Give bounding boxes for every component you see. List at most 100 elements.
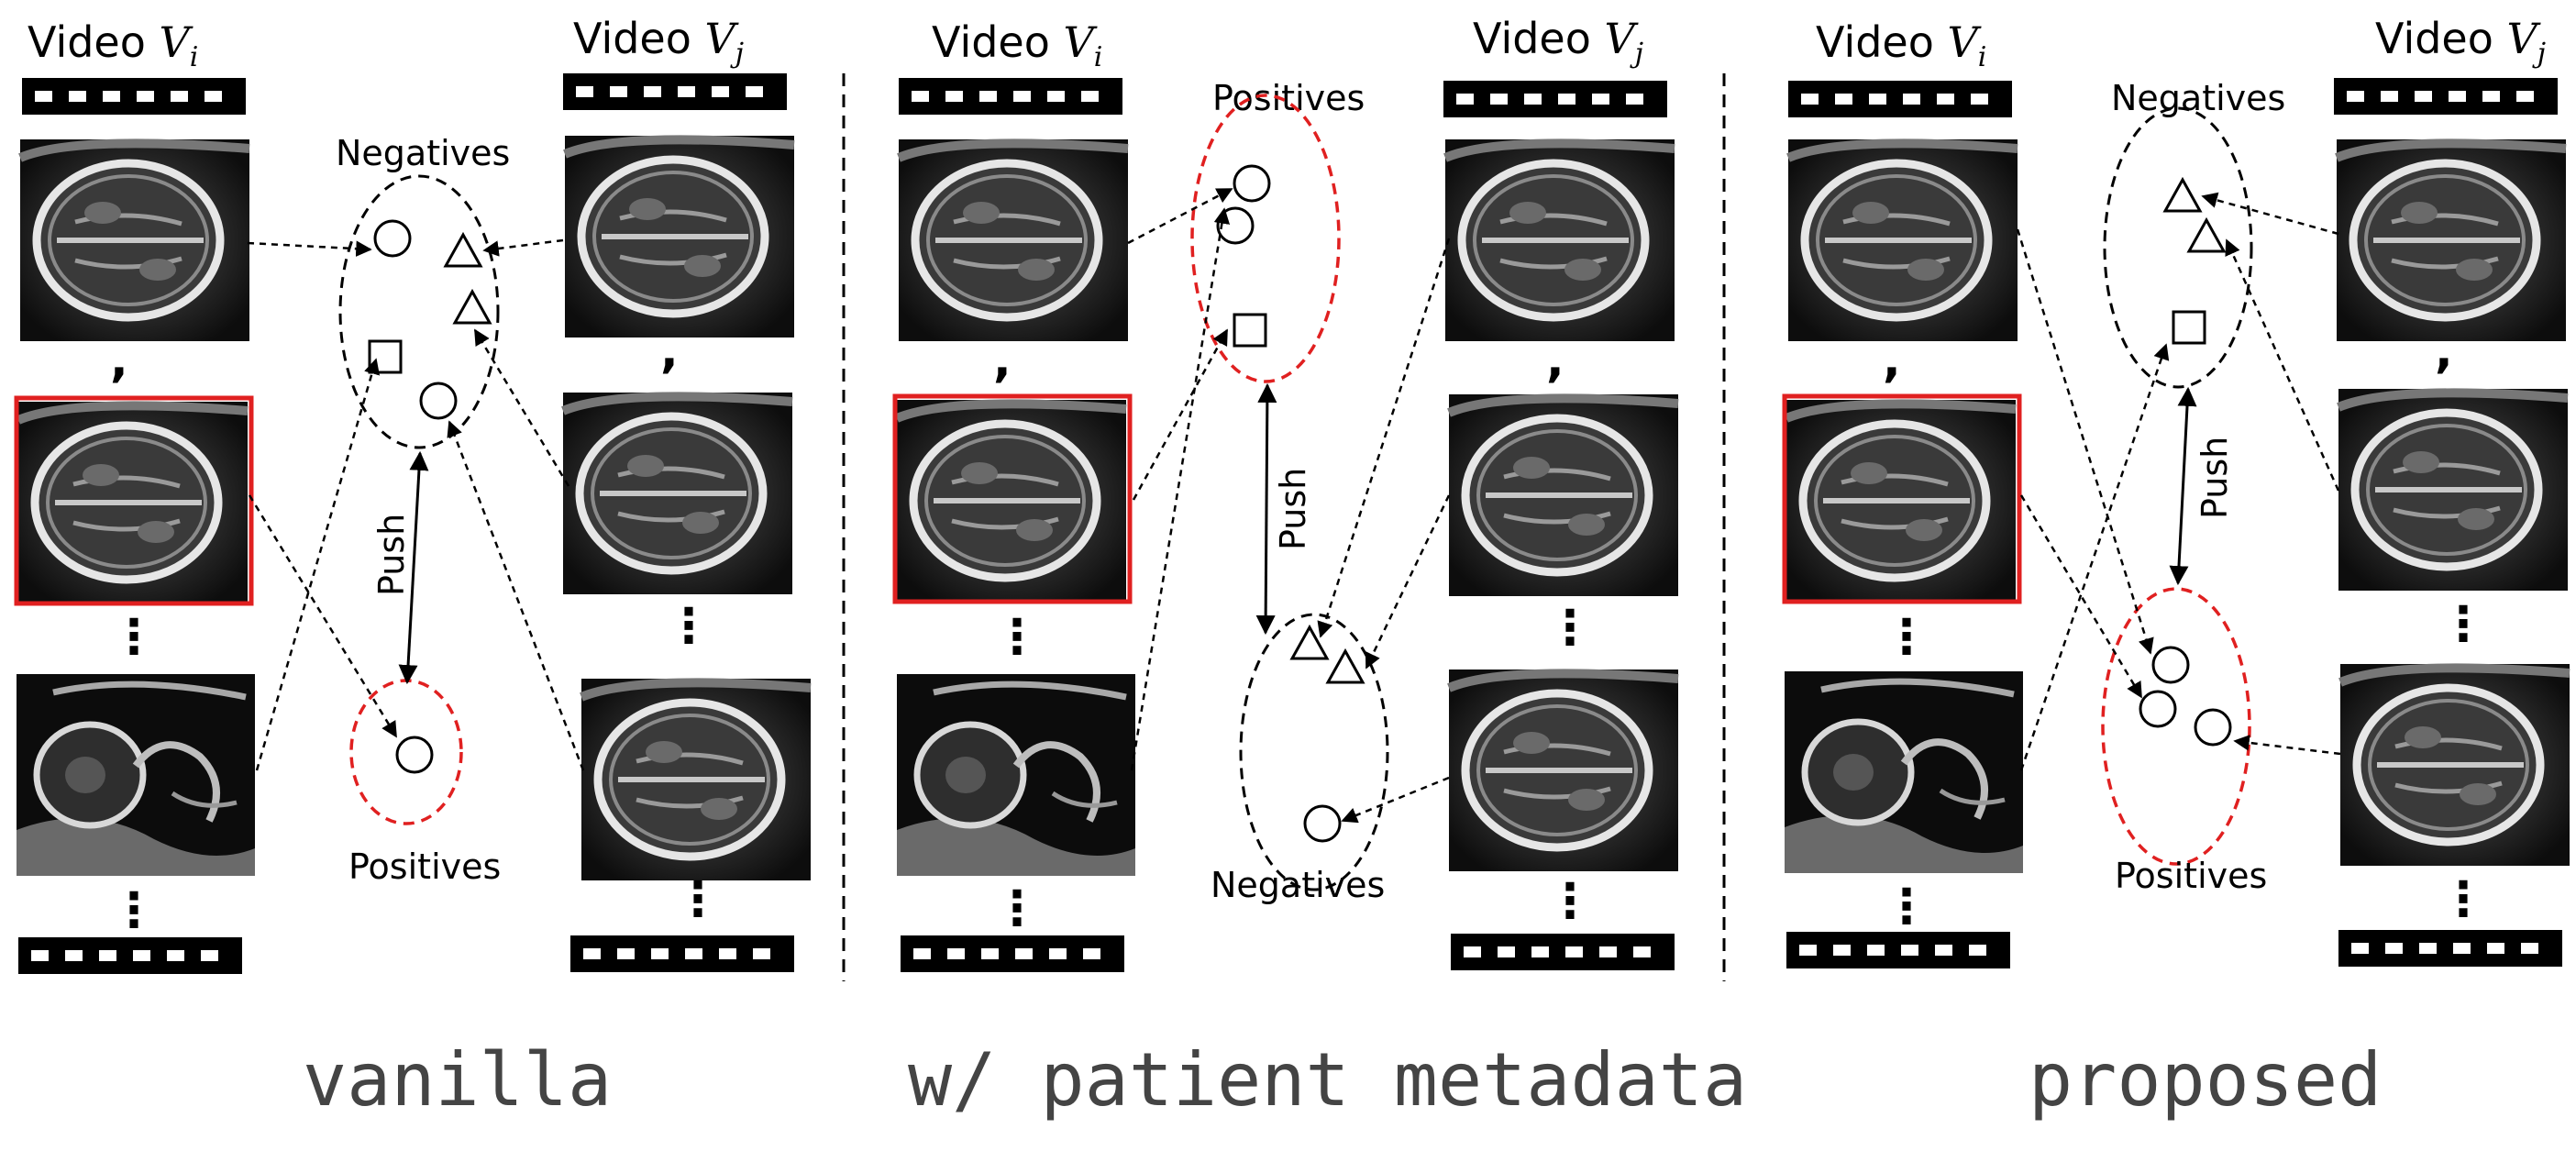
caption-vanilla: vanilla	[303, 1037, 612, 1123]
embedding-arrows	[247, 238, 585, 771]
ellipsis-j-2: ⋮	[674, 872, 722, 927]
ellipsis-j-1: ⋮	[1546, 601, 1594, 656]
same-video-circle	[1303, 804, 1342, 843]
frame-j-2	[563, 393, 792, 594]
push-arrow	[2169, 386, 2197, 586]
same-video-circle	[2139, 690, 2177, 728]
frame-i-1	[899, 139, 1128, 341]
ellipsis-i-2: ⋮	[110, 883, 158, 938]
same-video-circle	[2151, 646, 2190, 684]
frame-i-anchor	[1786, 400, 2016, 602]
push-label: Push	[1273, 468, 1313, 550]
other-video-triangle	[452, 288, 492, 325]
film-strip-top-j	[563, 73, 787, 110]
other-video-triangle	[2186, 216, 2227, 253]
comma-j: ,	[1546, 333, 1564, 388]
frame-j-1	[1445, 139, 1675, 341]
positives-label: Positives	[1212, 78, 1365, 118]
frame-j-3	[581, 679, 811, 880]
other-video-triangle	[1325, 647, 1365, 684]
frame-j-2	[1449, 394, 1678, 596]
comma-i: ,	[1883, 333, 1901, 388]
film-strip-bottom-j	[1451, 934, 1675, 970]
positives-cluster	[2101, 587, 2251, 866]
push-arrow	[398, 450, 429, 685]
film-strip-top-i	[1788, 81, 2012, 117]
frame-i-1	[1788, 139, 2018, 341]
caption-proposed: proposed	[2029, 1037, 2382, 1123]
negatives-label: Negatives	[336, 133, 510, 173]
ellipsis-i-2: ⋮	[993, 881, 1041, 936]
panel-vanilla: Video Vi Video Vj , ⋮ ⋮ , ⋮ ⋮ Negatives …	[17, 14, 811, 974]
negatives-label: Negatives	[2111, 78, 2285, 118]
film-strip-top-j	[2334, 78, 2558, 115]
frame-i-anchor	[18, 402, 248, 603]
caption-metadata: w/ patient metadata	[908, 1037, 1747, 1123]
video-i-title: Video Vi	[932, 17, 1102, 73]
other-video-triangle	[2162, 176, 2203, 213]
negatives-cluster	[1239, 613, 1389, 891]
video-j-title: Video Vj	[573, 14, 744, 70]
frame-j-2	[2338, 389, 2568, 591]
comma-i: ,	[110, 333, 128, 388]
positives-cluster	[1190, 94, 1341, 383]
frame-i-3	[897, 674, 1135, 876]
same-video-circle	[419, 382, 458, 420]
ellipsis-i-1: ⋮	[110, 610, 158, 665]
film-strip-bottom-i	[1786, 932, 2010, 968]
film-strip-bottom-i	[18, 937, 242, 974]
ellipsis-j-2: ⋮	[1546, 874, 1594, 929]
embedding-arrows	[2016, 192, 2341, 771]
comma-j: ,	[660, 324, 679, 379]
video-i-title: Video Vi	[1816, 17, 1986, 73]
positives-label: Positives	[2115, 856, 2267, 896]
ellipsis-j-1: ⋮	[2439, 597, 2487, 652]
push-label: Push	[371, 514, 412, 596]
ellipsis-j-1: ⋮	[665, 599, 713, 654]
frame-i-3	[1785, 671, 2023, 873]
positives-label: Positives	[348, 847, 501, 887]
film-strip-top-i	[22, 78, 246, 115]
panel-metadata: Video Vi Video Vj , ⋮ ⋮ , ⋮ ⋮ Positives …	[895, 14, 1678, 972]
film-strip-bottom-j	[2338, 930, 2562, 967]
ellipsis-j-2: ⋮	[2439, 872, 2487, 927]
frame-i-3	[17, 674, 255, 876]
frame-i-anchor	[897, 400, 1126, 602]
same-video-circle	[1233, 164, 1271, 203]
comma-i: ,	[993, 333, 1012, 388]
anchor-square	[1233, 313, 1267, 348]
other-video-triangle	[443, 231, 483, 268]
ellipsis-i-1: ⋮	[993, 610, 1041, 665]
same-video-circle	[395, 736, 434, 774]
other-video-triangle	[1289, 624, 1330, 660]
negatives-label: Negatives	[1211, 865, 1385, 905]
same-video-circle	[2194, 708, 2232, 747]
video-i-title: Video Vi	[28, 17, 198, 73]
push-label: Push	[2195, 437, 2235, 519]
film-strip-bottom-i	[901, 935, 1124, 972]
film-strip-top-j	[1443, 81, 1667, 117]
video-j-title: Video Vj	[2375, 14, 2546, 70]
anchor-frame-highlight	[892, 393, 1133, 604]
same-video-circle	[373, 219, 412, 258]
frame-j-3	[2340, 664, 2570, 866]
frame-j-1	[565, 136, 794, 338]
frame-j-1	[2337, 139, 2566, 341]
ellipsis-i-1: ⋮	[1883, 610, 1930, 665]
push-arrow	[1255, 382, 1277, 636]
anchor-frame-highlight	[14, 395, 254, 606]
negatives-cluster	[338, 174, 500, 449]
panel-proposed: Video Vi Video Vj , ⋮ ⋮ , ⋮ ⋮ Negatives …	[1785, 14, 2570, 968]
film-strip-bottom-j	[570, 935, 794, 972]
film-strip-top-i	[899, 78, 1122, 115]
frame-i-1	[20, 139, 249, 341]
comma-j: ,	[2435, 324, 2453, 379]
ellipsis-i-2: ⋮	[1883, 880, 1930, 935]
frame-j-3	[1449, 669, 1678, 871]
anchor-frame-highlight	[1782, 393, 2022, 604]
embedding-arrows	[1127, 187, 1451, 824]
anchor-square	[2172, 310, 2206, 345]
video-j-title: Video Vj	[1473, 14, 1643, 70]
